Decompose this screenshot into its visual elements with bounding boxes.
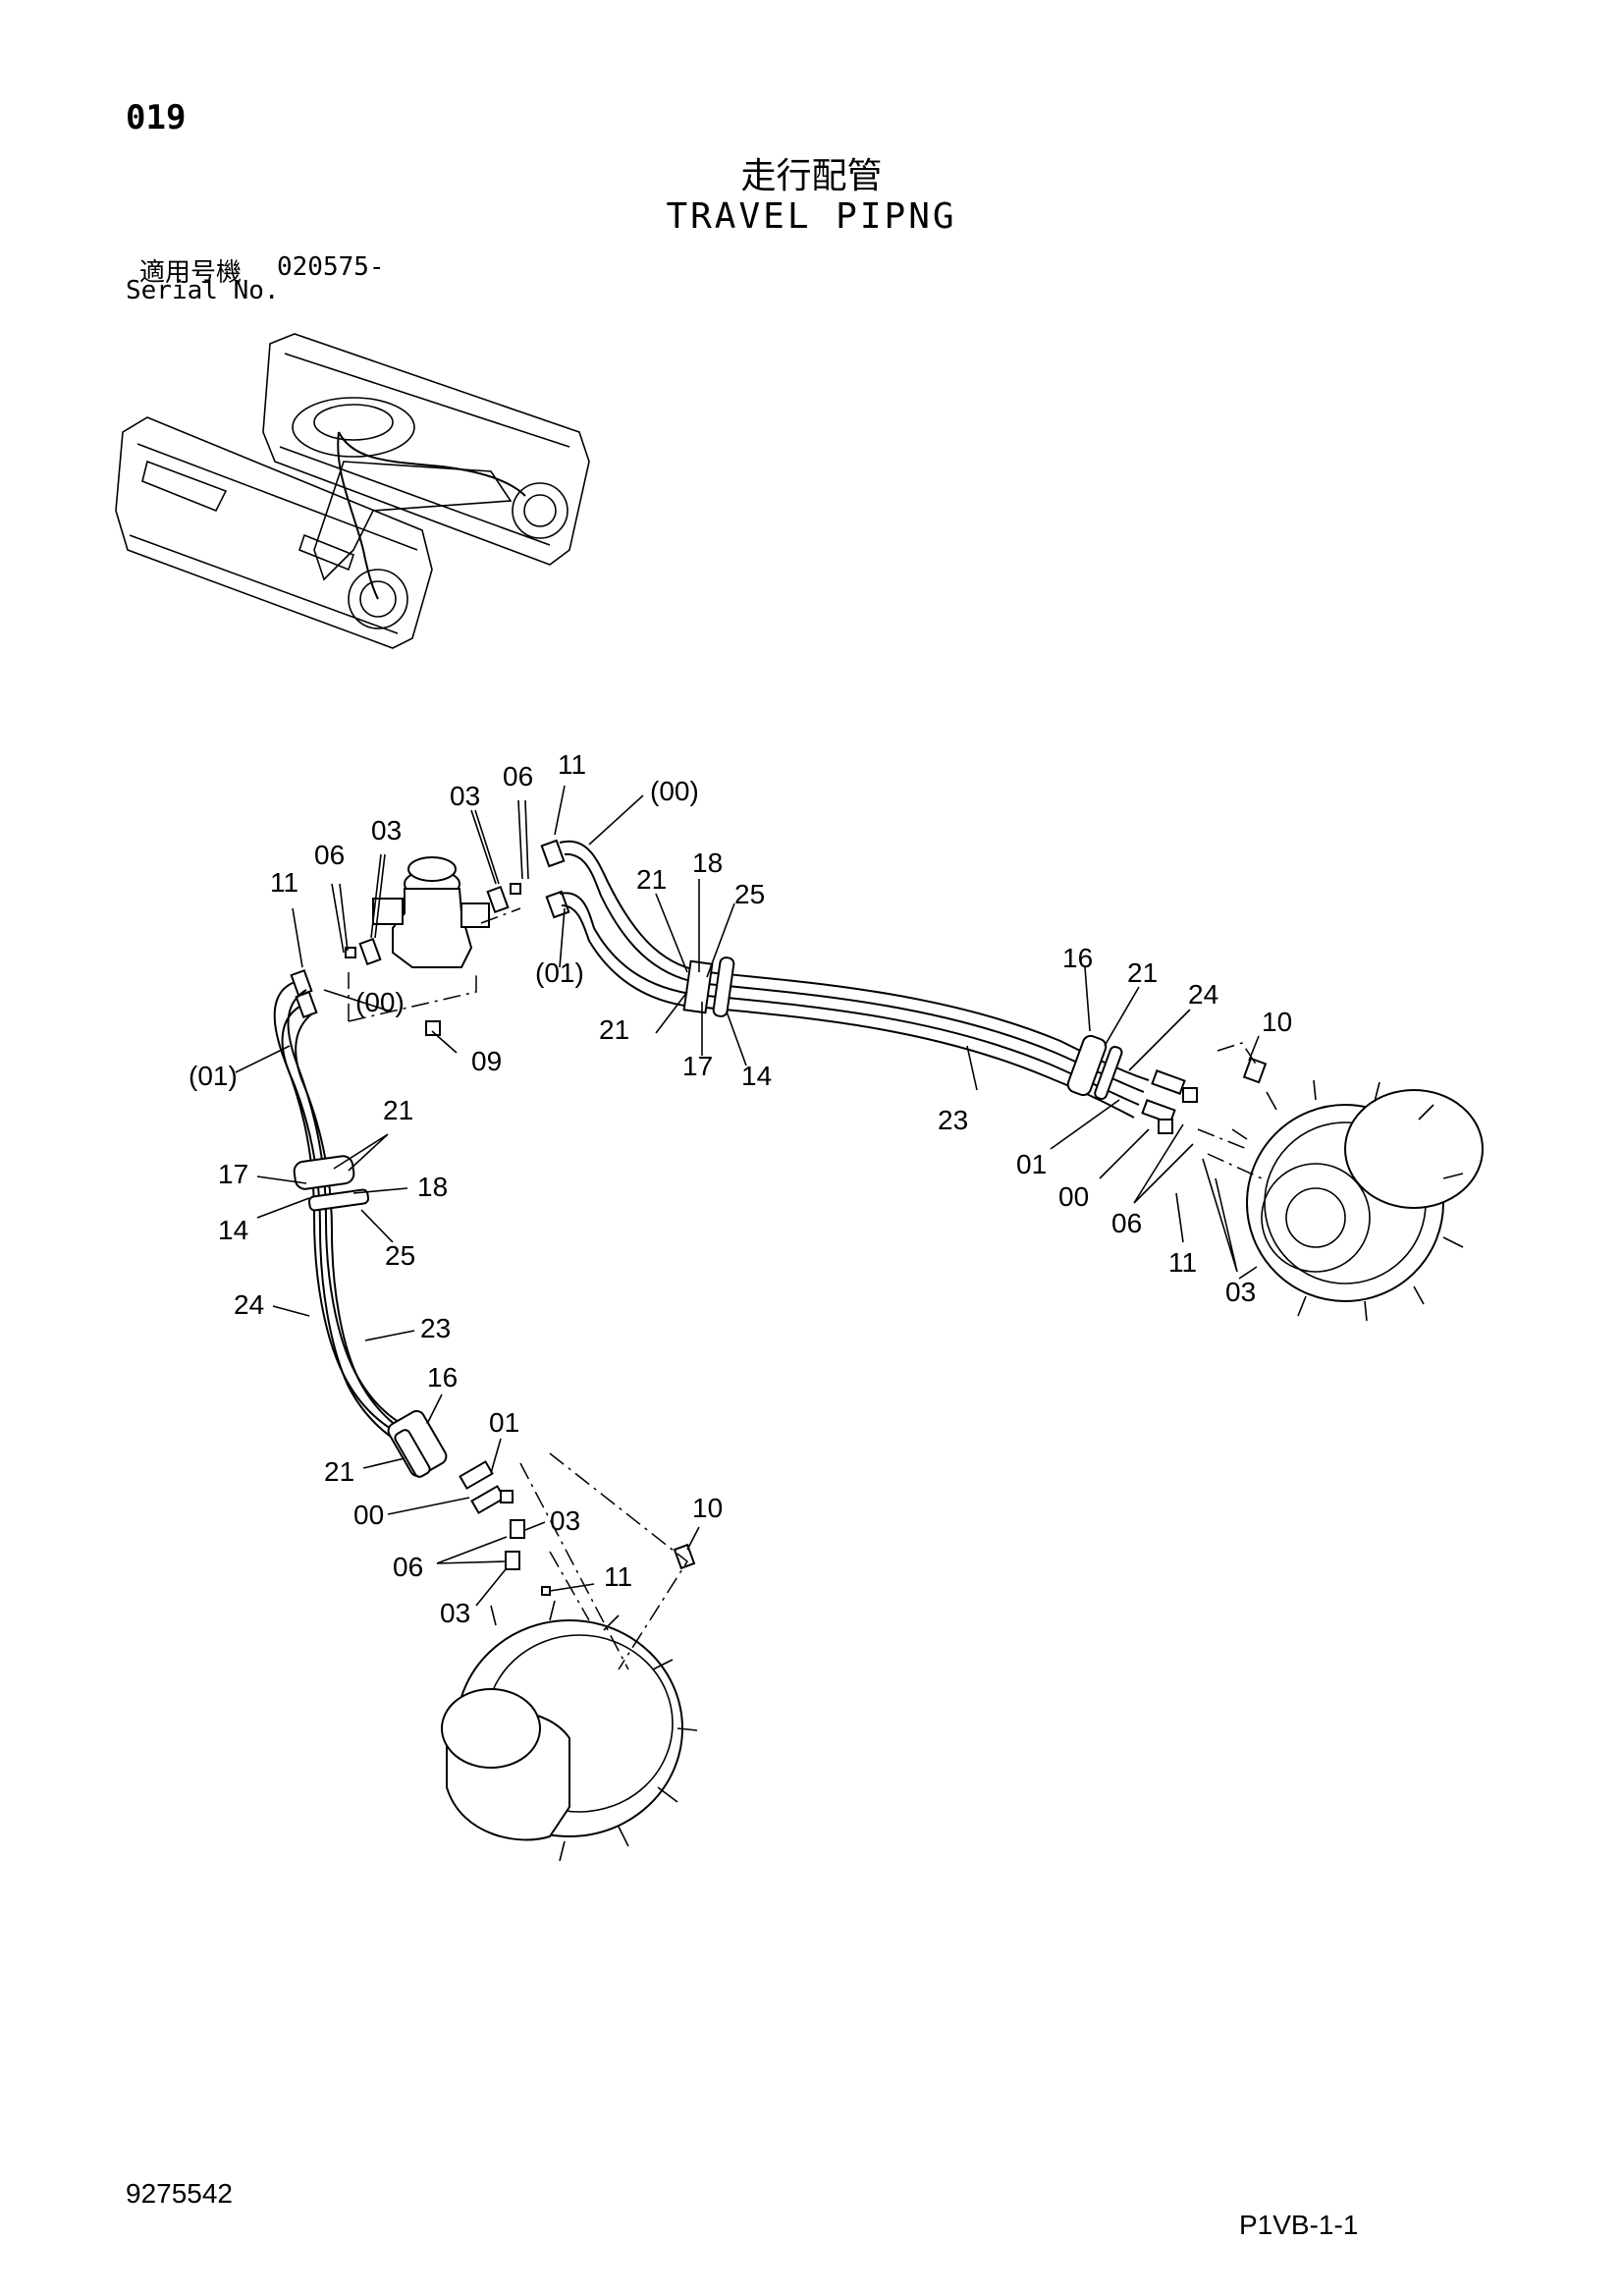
hose-bundle-left [273, 981, 551, 1596]
title-japanese: 走行配管 [740, 156, 883, 196]
callout: 14 [218, 1215, 248, 1245]
callout: 21 [1127, 957, 1158, 988]
callout: 06 [503, 761, 533, 792]
callout-labels: 11 06 03 03 06 11 (00) (01) 18 21 25 (00… [189, 749, 1292, 1628]
callout: 14 [741, 1061, 772, 1091]
callout: 11 [270, 867, 298, 898]
callout: (01) [189, 1061, 238, 1091]
document-number: 9275542 [126, 2178, 234, 2209]
callout: 25 [734, 879, 765, 909]
callout: 03 [1225, 1277, 1256, 1307]
center-joint [348, 856, 521, 1022]
callout: 23 [420, 1313, 451, 1343]
callout: 03 [550, 1505, 580, 1536]
callout: 01 [1016, 1149, 1047, 1179]
callout: 10 [1262, 1007, 1292, 1037]
callout: 21 [636, 864, 667, 895]
callout: 03 [440, 1598, 470, 1628]
callout: 17 [682, 1051, 713, 1081]
callout: 21 [324, 1456, 354, 1487]
callout: 00 [353, 1500, 384, 1530]
callout: 16 [427, 1362, 458, 1393]
callout: 00 [1058, 1181, 1089, 1212]
title-english: TRAVEL PIPNG [666, 196, 957, 237]
callout: 11 [1168, 1247, 1197, 1278]
page-number: 019 [126, 98, 187, 137]
callout: 17 [218, 1159, 248, 1189]
callout: 06 [314, 840, 345, 870]
page-code: P1VB-1-1 [1239, 2210, 1359, 2240]
callout: 18 [417, 1172, 448, 1202]
callout: 10 [692, 1493, 723, 1523]
callout: 18 [692, 847, 723, 878]
callout: 01 [489, 1407, 519, 1438]
serial-label-english: Serial No. [126, 276, 280, 305]
joint-fittings [290, 839, 570, 1036]
hose-bundle-right [559, 840, 1198, 1134]
callout: 16 [1062, 943, 1093, 973]
callout: (00) [650, 776, 699, 806]
callout: 03 [371, 815, 402, 846]
right-travel-motor [1197, 1042, 1484, 1322]
callout: 11 [604, 1561, 632, 1592]
overview-machine-sketch [115, 333, 590, 649]
callout: 06 [1111, 1208, 1142, 1238]
leader-lines [235, 785, 1260, 1607]
callout: 09 [471, 1046, 502, 1076]
serial-value: 020575- [277, 252, 385, 282]
callout: 21 [383, 1095, 413, 1125]
callout: 24 [234, 1289, 264, 1320]
callout: 03 [450, 781, 480, 811]
callout: 24 [1188, 979, 1218, 1010]
callout: 06 [393, 1552, 423, 1582]
callout: (01) [535, 957, 584, 988]
lower-travel-motor [441, 1452, 698, 1862]
callout: 11 [558, 749, 586, 780]
callout: (00) [355, 987, 405, 1017]
serial-label-japanese: 適用号機 [139, 258, 243, 288]
callout: 25 [385, 1240, 415, 1271]
callout: 21 [599, 1014, 629, 1045]
main-hose-drawing [235, 785, 1484, 1862]
callout: 23 [938, 1105, 968, 1135]
